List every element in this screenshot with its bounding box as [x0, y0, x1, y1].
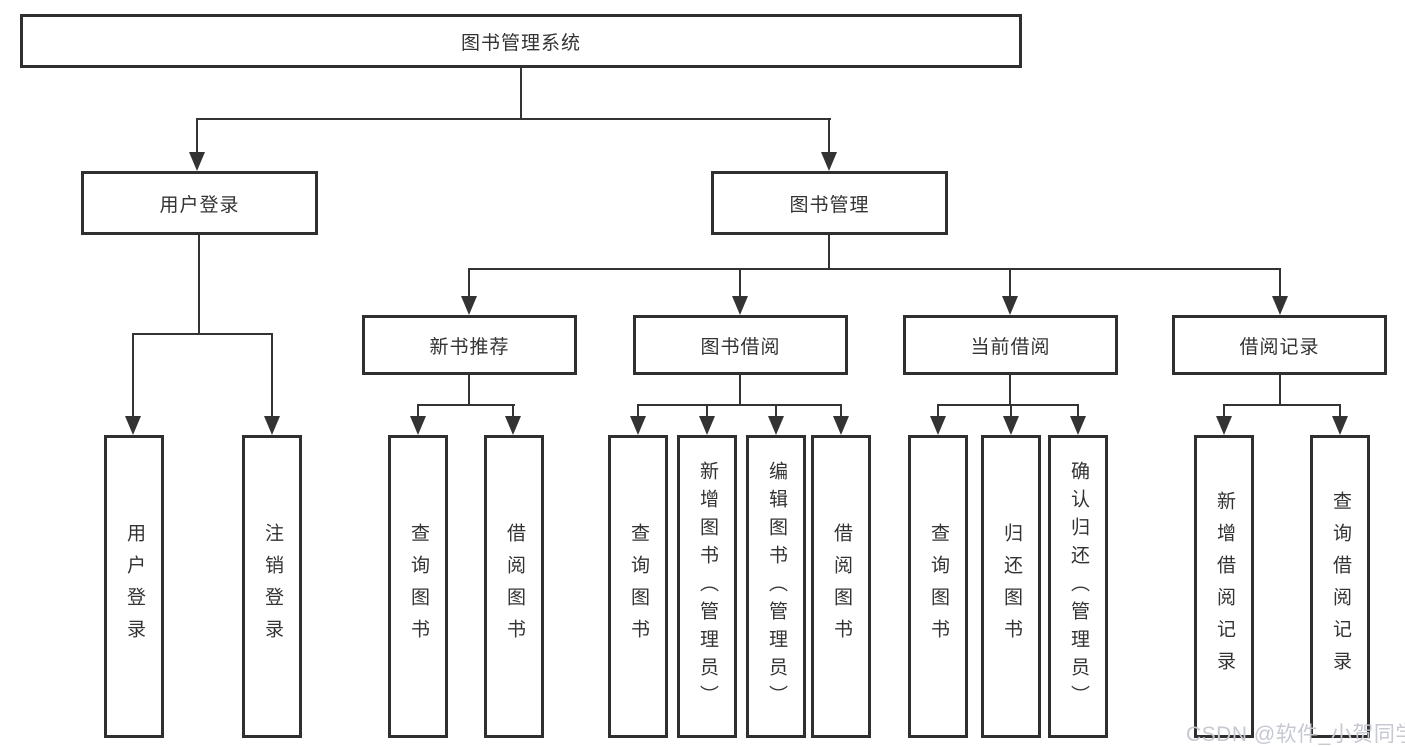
connector-line	[637, 404, 639, 418]
connector-line	[520, 66, 522, 120]
connector-line	[828, 118, 830, 153]
connector-line	[1223, 404, 1341, 406]
node-label: 用户登录	[159, 194, 240, 216]
node-leaf-add-borrow-record: 新增借阅记录	[1194, 435, 1254, 738]
connector-line	[1009, 375, 1011, 406]
arrow-down-icon	[1272, 296, 1288, 315]
node-label: 图书管理系统	[460, 32, 581, 54]
node-leaf-query-books-borrow: 查询图书	[608, 435, 668, 738]
node-leaf-edit-book-admin: 编辑图书（管理员）	[746, 435, 806, 738]
connector-line	[1279, 375, 1281, 406]
node-library-management-system: 图书管理系统	[20, 14, 1022, 68]
node-label: 借阅记录	[1239, 336, 1320, 358]
connector-line	[132, 333, 273, 335]
node-leaf-confirm-return-admin: 确认归还（管理员）	[1048, 435, 1108, 738]
arrow-down-icon	[461, 296, 477, 315]
connector-line	[706, 404, 708, 418]
connector-line	[828, 235, 830, 270]
connector-line	[1339, 404, 1341, 418]
arrow-down-icon	[264, 416, 280, 435]
connector-line	[132, 333, 134, 417]
connector-line	[468, 375, 470, 406]
node-label: 新增图书（管理员）	[697, 460, 718, 713]
node-label: 编辑图书（管理员）	[766, 460, 787, 713]
connector-line	[468, 268, 470, 297]
arrow-down-icon	[833, 416, 849, 435]
arrow-down-icon	[1332, 416, 1348, 435]
node-user-login: 用户登录	[81, 171, 318, 235]
node-leaf-query-books-current: 查询图书	[908, 435, 968, 738]
arrow-down-icon	[1070, 416, 1086, 435]
connector-line	[198, 235, 200, 335]
arrow-down-icon	[732, 296, 748, 315]
node-label: 用户登录	[124, 522, 145, 651]
connector-line	[1010, 404, 1012, 418]
connector-line	[1009, 268, 1011, 297]
node-label: 查询借阅记录	[1330, 490, 1351, 683]
node-label: 新书推荐	[429, 336, 510, 358]
connector-line	[1223, 404, 1225, 418]
connector-line	[1279, 268, 1281, 297]
connector-line	[512, 404, 514, 418]
arrow-down-icon	[189, 152, 205, 171]
connector-line	[196, 118, 198, 153]
node-leaf-add-book-admin: 新增图书（管理员）	[677, 435, 737, 738]
node-leaf-borrow-books-recommend: 借阅图书	[484, 435, 544, 738]
connector-line	[271, 333, 273, 417]
node-leaf-logout: 注销登录	[242, 435, 302, 738]
connector-line	[840, 404, 842, 418]
node-book-borrow: 图书借阅	[633, 315, 848, 375]
connector-line	[417, 404, 515, 406]
arrow-down-icon	[630, 416, 646, 435]
arrow-down-icon	[505, 416, 521, 435]
connector-line	[937, 404, 939, 418]
node-leaf-query-books-recommend: 查询图书	[388, 435, 448, 738]
node-label: 查询图书	[628, 522, 649, 651]
node-leaf-borrow-books: 借阅图书	[811, 435, 871, 738]
node-leaf-query-borrow-record: 查询借阅记录	[1310, 435, 1370, 738]
node-current-borrow: 当前借阅	[903, 315, 1118, 375]
connector-line	[637, 404, 842, 406]
arrow-down-icon	[1002, 296, 1018, 315]
csdn-watermark: CSDN @软件_小贺同学	[1186, 723, 1405, 746]
node-label: 新增借阅记录	[1214, 490, 1235, 683]
node-label: 归还图书	[1001, 522, 1022, 651]
node-label: 图书管理	[789, 194, 870, 216]
connector-line	[417, 404, 419, 418]
node-label: 当前借阅	[970, 336, 1051, 358]
arrow-down-icon	[1003, 416, 1019, 435]
connector-line	[775, 404, 777, 418]
node-label: 图书借阅	[700, 336, 781, 358]
connector-line	[468, 268, 1281, 270]
arrow-down-icon	[699, 416, 715, 435]
node-new-book-recommend: 新书推荐	[362, 315, 577, 375]
node-label: 查询图书	[408, 522, 429, 651]
connector-line	[196, 118, 831, 120]
connector-line	[1077, 404, 1079, 418]
node-label: 借阅图书	[504, 522, 525, 651]
arrow-down-icon	[1216, 416, 1232, 435]
arrow-down-icon	[125, 416, 141, 435]
arrow-down-icon	[768, 416, 784, 435]
arrow-down-icon	[410, 416, 426, 435]
node-label: 确认归还（管理员）	[1068, 460, 1089, 713]
node-label: 注销登录	[262, 522, 283, 651]
arrow-down-icon	[930, 416, 946, 435]
connector-line	[739, 375, 741, 406]
node-book-management: 图书管理	[711, 171, 948, 235]
node-leaf-return-book: 归还图书	[981, 435, 1041, 738]
connector-line	[937, 404, 1079, 406]
arrow-down-icon	[821, 152, 837, 171]
node-borrow-records: 借阅记录	[1172, 315, 1387, 375]
connector-line	[739, 268, 741, 297]
node-label: 查询图书	[928, 522, 949, 651]
node-leaf-user-login: 用户登录	[104, 435, 164, 738]
node-label: 借阅图书	[831, 522, 852, 651]
